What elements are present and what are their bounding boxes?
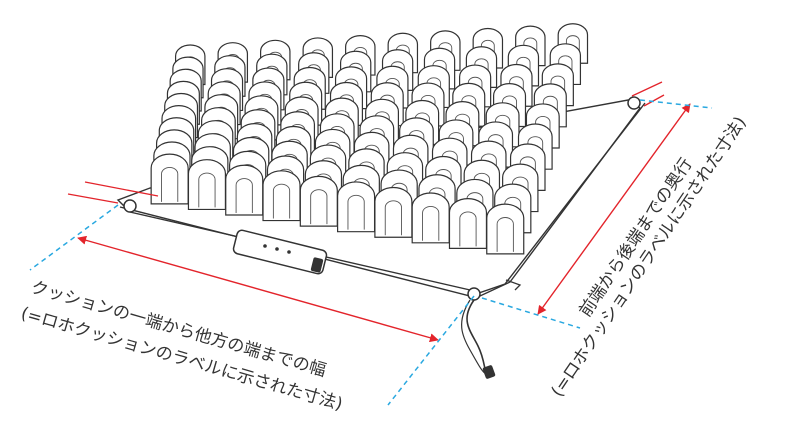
width-ref-line-left-1 — [84, 181, 159, 197]
guide-left — [29, 204, 119, 271]
air-cell — [411, 192, 450, 244]
guide-lines — [29, 99, 713, 406]
corner-grommet-left — [123, 199, 137, 213]
depth-ref-line-back-2 — [643, 94, 665, 107]
depth-arrow — [537, 103, 691, 315]
air-cell — [299, 175, 338, 227]
corner-grommet-back — [627, 96, 641, 110]
guide-front-to-right — [481, 297, 581, 329]
width-ref-line-left-2 — [67, 193, 119, 204]
guide-front-to-bottom — [387, 295, 475, 406]
dimension-lines — [67, 81, 691, 343]
air-cell — [448, 198, 488, 249]
width-arrow — [77, 235, 439, 343]
corner-grommet-front — [467, 287, 481, 301]
air-cell — [150, 153, 189, 205]
air-cell — [337, 181, 376, 233]
depth-ref-line-back-1 — [631, 81, 663, 97]
inflation-hose-icon — [461, 279, 522, 379]
air-cell — [225, 164, 264, 216]
air-cell — [486, 203, 525, 255]
air-cell — [187, 159, 227, 211]
air-cell — [374, 186, 413, 238]
air-cell — [262, 170, 301, 222]
width-label: クッションの一端から他方の端までの幅 (=ロホクッションのラベルに示された寸法) — [19, 278, 345, 415]
guide-back-to-right — [639, 99, 713, 109]
